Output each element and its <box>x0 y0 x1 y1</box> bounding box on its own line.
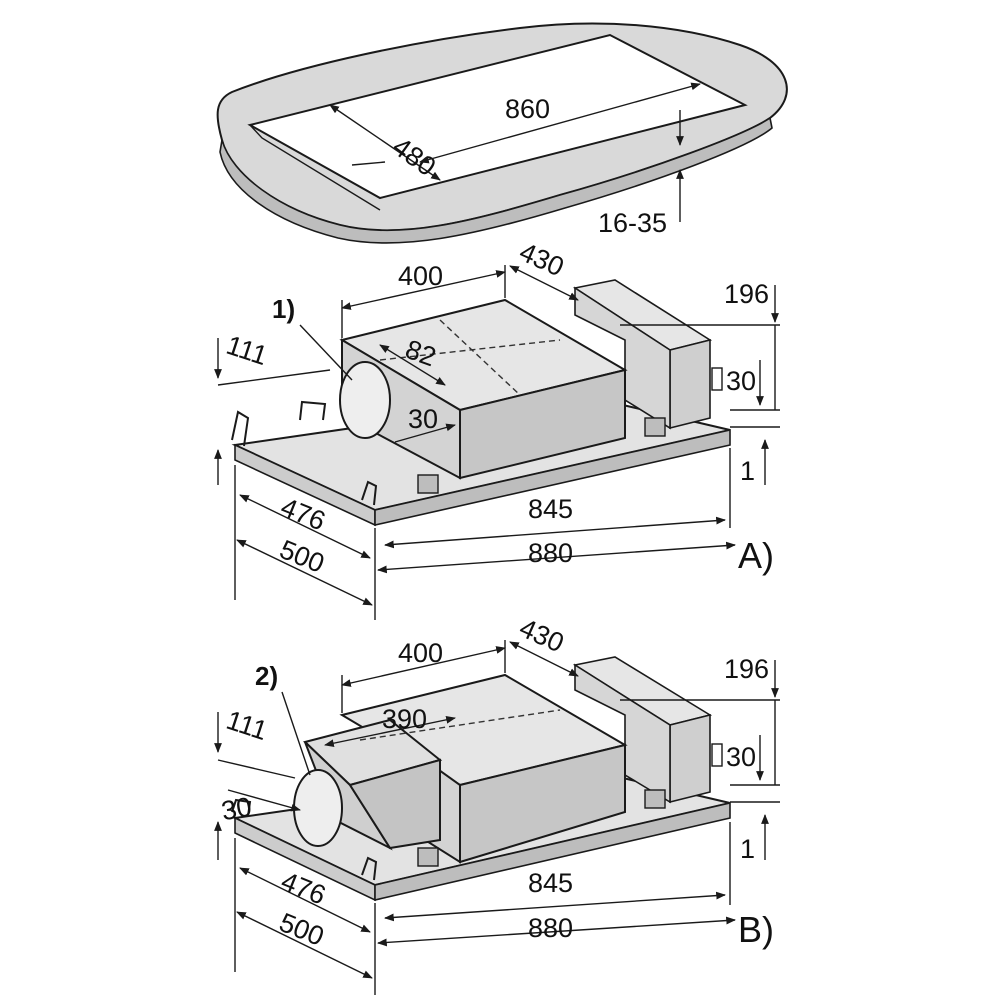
a-outlet-spigot <box>339 361 391 439</box>
a-frame-height-label: 1 <box>740 456 755 486</box>
cutout-thickness-label: 16-35 <box>598 208 667 238</box>
worktop-frame-thickness <box>219 116 773 244</box>
b-callout-label: 2) <box>255 661 278 691</box>
a-side-clear-label: 30 <box>726 366 756 396</box>
cutout-diagram: 480 860 16-35 <box>216 22 788 244</box>
variant-a-diagram: 1) 400 430 196 30 1 111 82 30 <box>214 237 780 620</box>
b-30-front-dimension <box>227 789 301 812</box>
b-outlet-spigot <box>293 769 343 847</box>
a-845-dimension <box>384 516 726 549</box>
b-400-dimension <box>341 646 506 687</box>
a-left-offset-label: 111 <box>223 330 271 371</box>
b-variant-tag: B) <box>738 909 774 950</box>
variant-b-diagram: 2) 400 430 390 196 30 1 111 30 <box>214 613 780 995</box>
b-height-label: 196 <box>724 654 769 684</box>
b-front-offset-label: 30 <box>219 791 254 826</box>
b-rear-duct-face <box>669 713 711 804</box>
a-inner-width-label: 845 <box>528 494 573 524</box>
b-box-side <box>459 743 626 864</box>
b-bracket-rear <box>644 789 666 809</box>
b-side-mount <box>711 743 723 767</box>
b-880-dimension <box>377 916 736 947</box>
a-box-width-label: 400 <box>398 261 443 291</box>
a-clip-rear-left <box>299 400 327 421</box>
a-clip-left <box>231 410 250 447</box>
a-430-dimension <box>509 265 579 301</box>
a-callout-label: 1) <box>272 294 295 324</box>
a-outer-depth-label: 500 <box>275 534 328 579</box>
b-duct-depth-label: 430 <box>515 613 568 659</box>
b-duct-length-label: 390 <box>382 704 427 734</box>
a-bracket-rear <box>644 417 666 437</box>
b-outer-depth-label: 500 <box>275 907 328 952</box>
a-outlet-offset-label: 30 <box>408 404 438 434</box>
a-box-centerline-2 <box>439 319 521 396</box>
b-outer-width-label: 880 <box>528 913 573 943</box>
a-outer-width-label: 880 <box>528 538 573 568</box>
b-clip-front <box>361 856 378 881</box>
a-variant-tag: A) <box>738 535 774 576</box>
a-82-dimension <box>379 344 446 386</box>
b-111-ext <box>217 759 296 779</box>
a-height-label: 196 <box>724 279 769 309</box>
a-box-side <box>459 368 626 480</box>
b-left-offset-label: 111 <box>223 705 271 746</box>
b-500-dimension <box>236 911 373 979</box>
a-base-side <box>374 428 731 527</box>
b-inner-width-label: 845 <box>528 868 573 898</box>
b-extension-side <box>348 758 441 850</box>
a-400-dimension <box>341 270 506 310</box>
b-box-width-label: 400 <box>398 638 443 668</box>
a-bracket-front <box>417 474 439 494</box>
a-500-dimension <box>236 539 373 606</box>
b-base-side <box>374 801 731 902</box>
a-clip-front <box>361 480 378 506</box>
a-rear-duct-face <box>669 338 711 430</box>
b-clip-left <box>231 798 252 817</box>
a-30-outlet-dimension <box>394 423 456 443</box>
b-430-dimension <box>509 641 579 677</box>
b-390-dimension <box>324 715 456 748</box>
a-side-mount <box>711 367 723 391</box>
cutout-depth-dimension <box>329 104 441 181</box>
b-side-clear-label: 30 <box>726 742 756 772</box>
cutout-depth-edge <box>249 124 381 211</box>
a-111-ext <box>217 369 331 386</box>
b-845-dimension <box>384 891 726 922</box>
cutout-width-dimension <box>419 82 701 164</box>
a-duct-depth-label: 430 <box>515 237 568 283</box>
b-callout-leader <box>281 691 311 776</box>
b-bracket-front <box>417 847 439 867</box>
cutout-width-label: 860 <box>505 94 550 124</box>
b-frame-height-label: 1 <box>740 834 755 864</box>
a-callout-leader <box>299 324 353 381</box>
a-880-dimension <box>377 541 736 574</box>
cutout-depth-tick <box>351 161 386 166</box>
